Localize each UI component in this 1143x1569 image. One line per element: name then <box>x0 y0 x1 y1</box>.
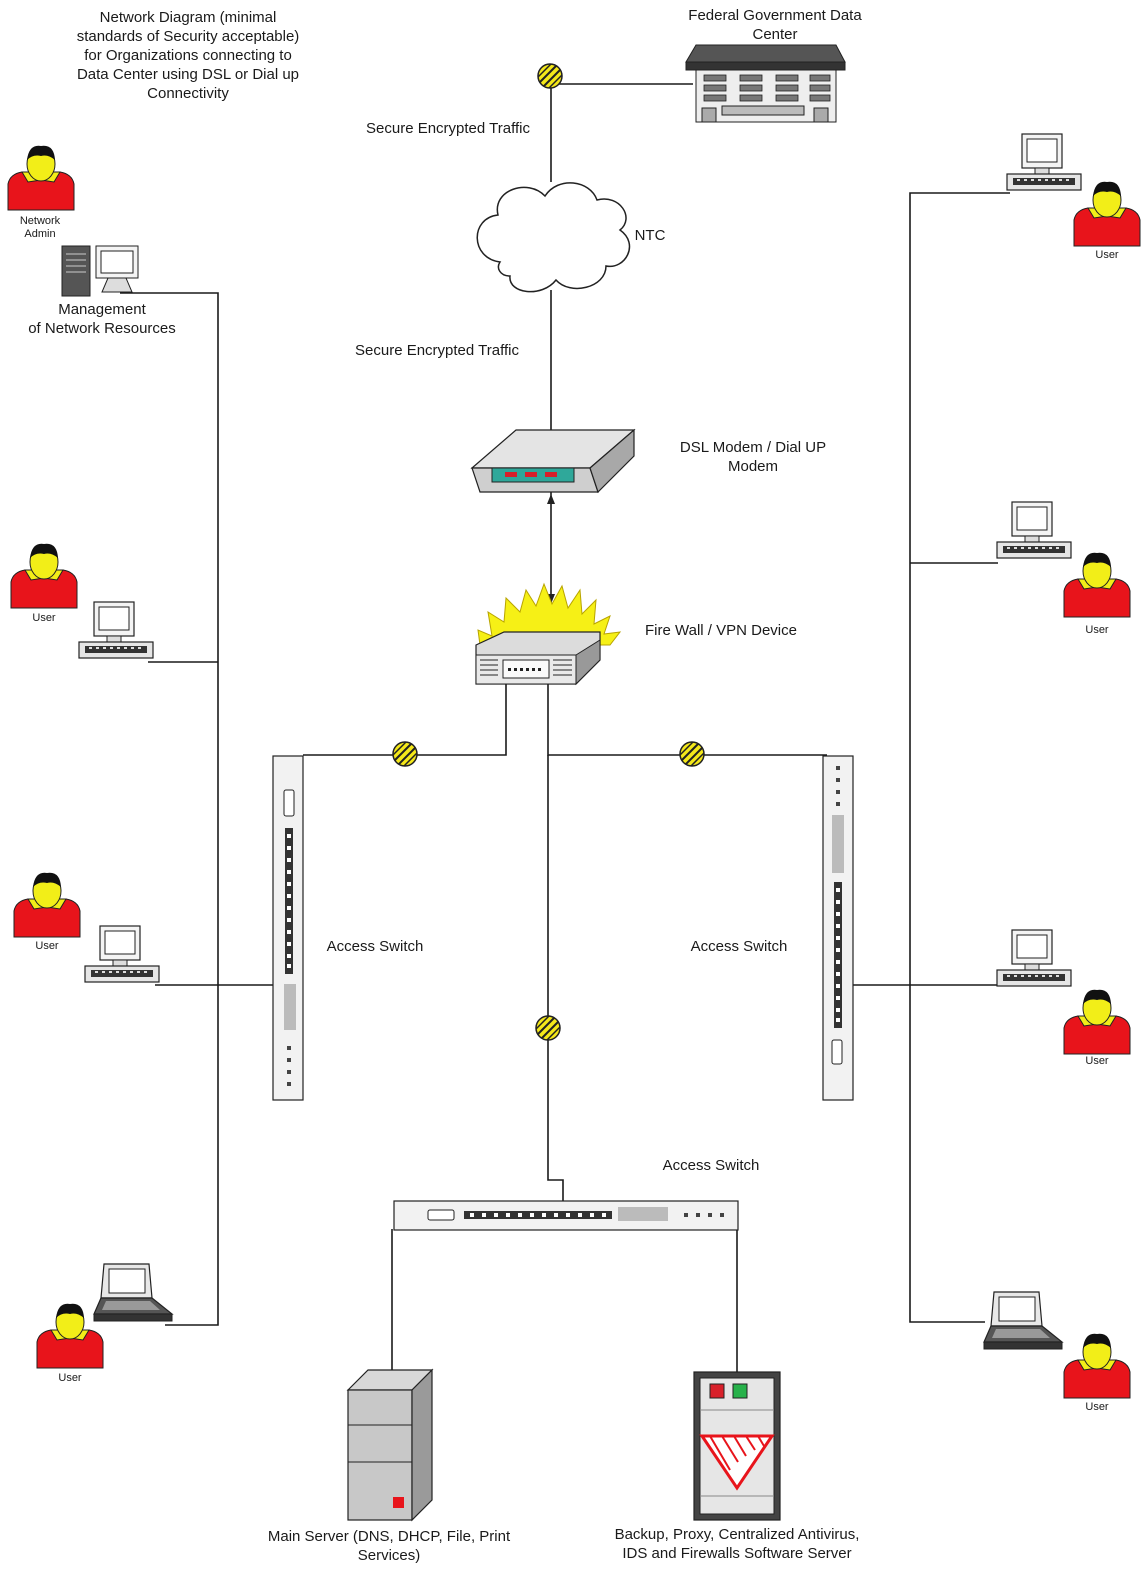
data-center-building-icon <box>685 44 846 123</box>
management-label: Management of Network Resources <box>28 301 176 337</box>
user-label: User <box>32 612 56 624</box>
diagram-title: Network Diagram (minimal standards of Se… <box>76 9 300 102</box>
encryption-lock-icon <box>535 1015 561 1041</box>
ntc-cloud-icon <box>476 182 631 293</box>
user-label: User <box>1095 249 1119 261</box>
firewall-vpn-device-icon <box>475 582 622 686</box>
modem-label: DSL Modem / Dial UP Modem <box>679 439 827 475</box>
ntc-label: NTC <box>634 227 666 244</box>
data-center-label: Federal Government Data Center <box>688 7 862 43</box>
backup-server-label: Backup, Proxy, Centralized Antivirus, ID… <box>614 1526 860 1562</box>
main-server-label: Main Server (DNS, DHCP, File, Print Serv… <box>267 1528 511 1564</box>
user-person-icon <box>1063 552 1131 618</box>
user-person-icon <box>1073 181 1141 247</box>
backup-server-icon <box>693 1371 781 1521</box>
desktop-computer-icon <box>1006 133 1082 191</box>
network-admin-person-icon <box>7 145 75 211</box>
secure-traffic-label: Secure Encrypted Traffic <box>366 120 530 137</box>
admin-workstation-icon <box>61 245 139 297</box>
main-server-icon <box>346 1368 434 1522</box>
user-person-icon <box>1063 1333 1131 1399</box>
desktop-computer-icon <box>84 925 160 983</box>
desktop-computer-icon <box>996 501 1072 559</box>
encryption-lock-icon <box>392 741 418 767</box>
laptop-computer-icon <box>93 1263 173 1322</box>
user-label: User <box>1085 1055 1109 1067</box>
user-person-icon <box>1063 989 1131 1055</box>
laptop-computer-icon <box>983 1291 1063 1350</box>
desktop-computer-icon <box>78 601 154 659</box>
user-label: User <box>1085 624 1109 636</box>
user-person-icon <box>13 872 81 938</box>
access-switch-left-icon <box>272 755 304 1101</box>
user-person-icon <box>36 1303 104 1369</box>
secure-traffic-label: Secure Encrypted Traffic <box>355 342 519 359</box>
bidirectional-arrow-icon <box>547 494 555 604</box>
access-switch-right-icon <box>822 755 854 1101</box>
user-person-icon <box>10 543 78 609</box>
firewall-label: Fire Wall / VPN Device <box>645 622 797 639</box>
access-switch-label: Access Switch <box>690 938 788 955</box>
access-switch-label: Access Switch <box>326 938 424 955</box>
network-admin-label: Network Admin <box>19 215 61 240</box>
desktop-computer-icon <box>996 929 1072 987</box>
user-label: User <box>1085 1401 1109 1413</box>
dsl-modem-icon <box>470 428 636 494</box>
user-label: User <box>58 1372 82 1384</box>
encryption-lock-icon <box>679 741 705 767</box>
access-switch-bottom-icon <box>393 1200 739 1231</box>
access-switch-label: Access Switch <box>662 1157 760 1174</box>
user-label: User <box>35 940 59 952</box>
encryption-lock-icon <box>537 63 563 89</box>
